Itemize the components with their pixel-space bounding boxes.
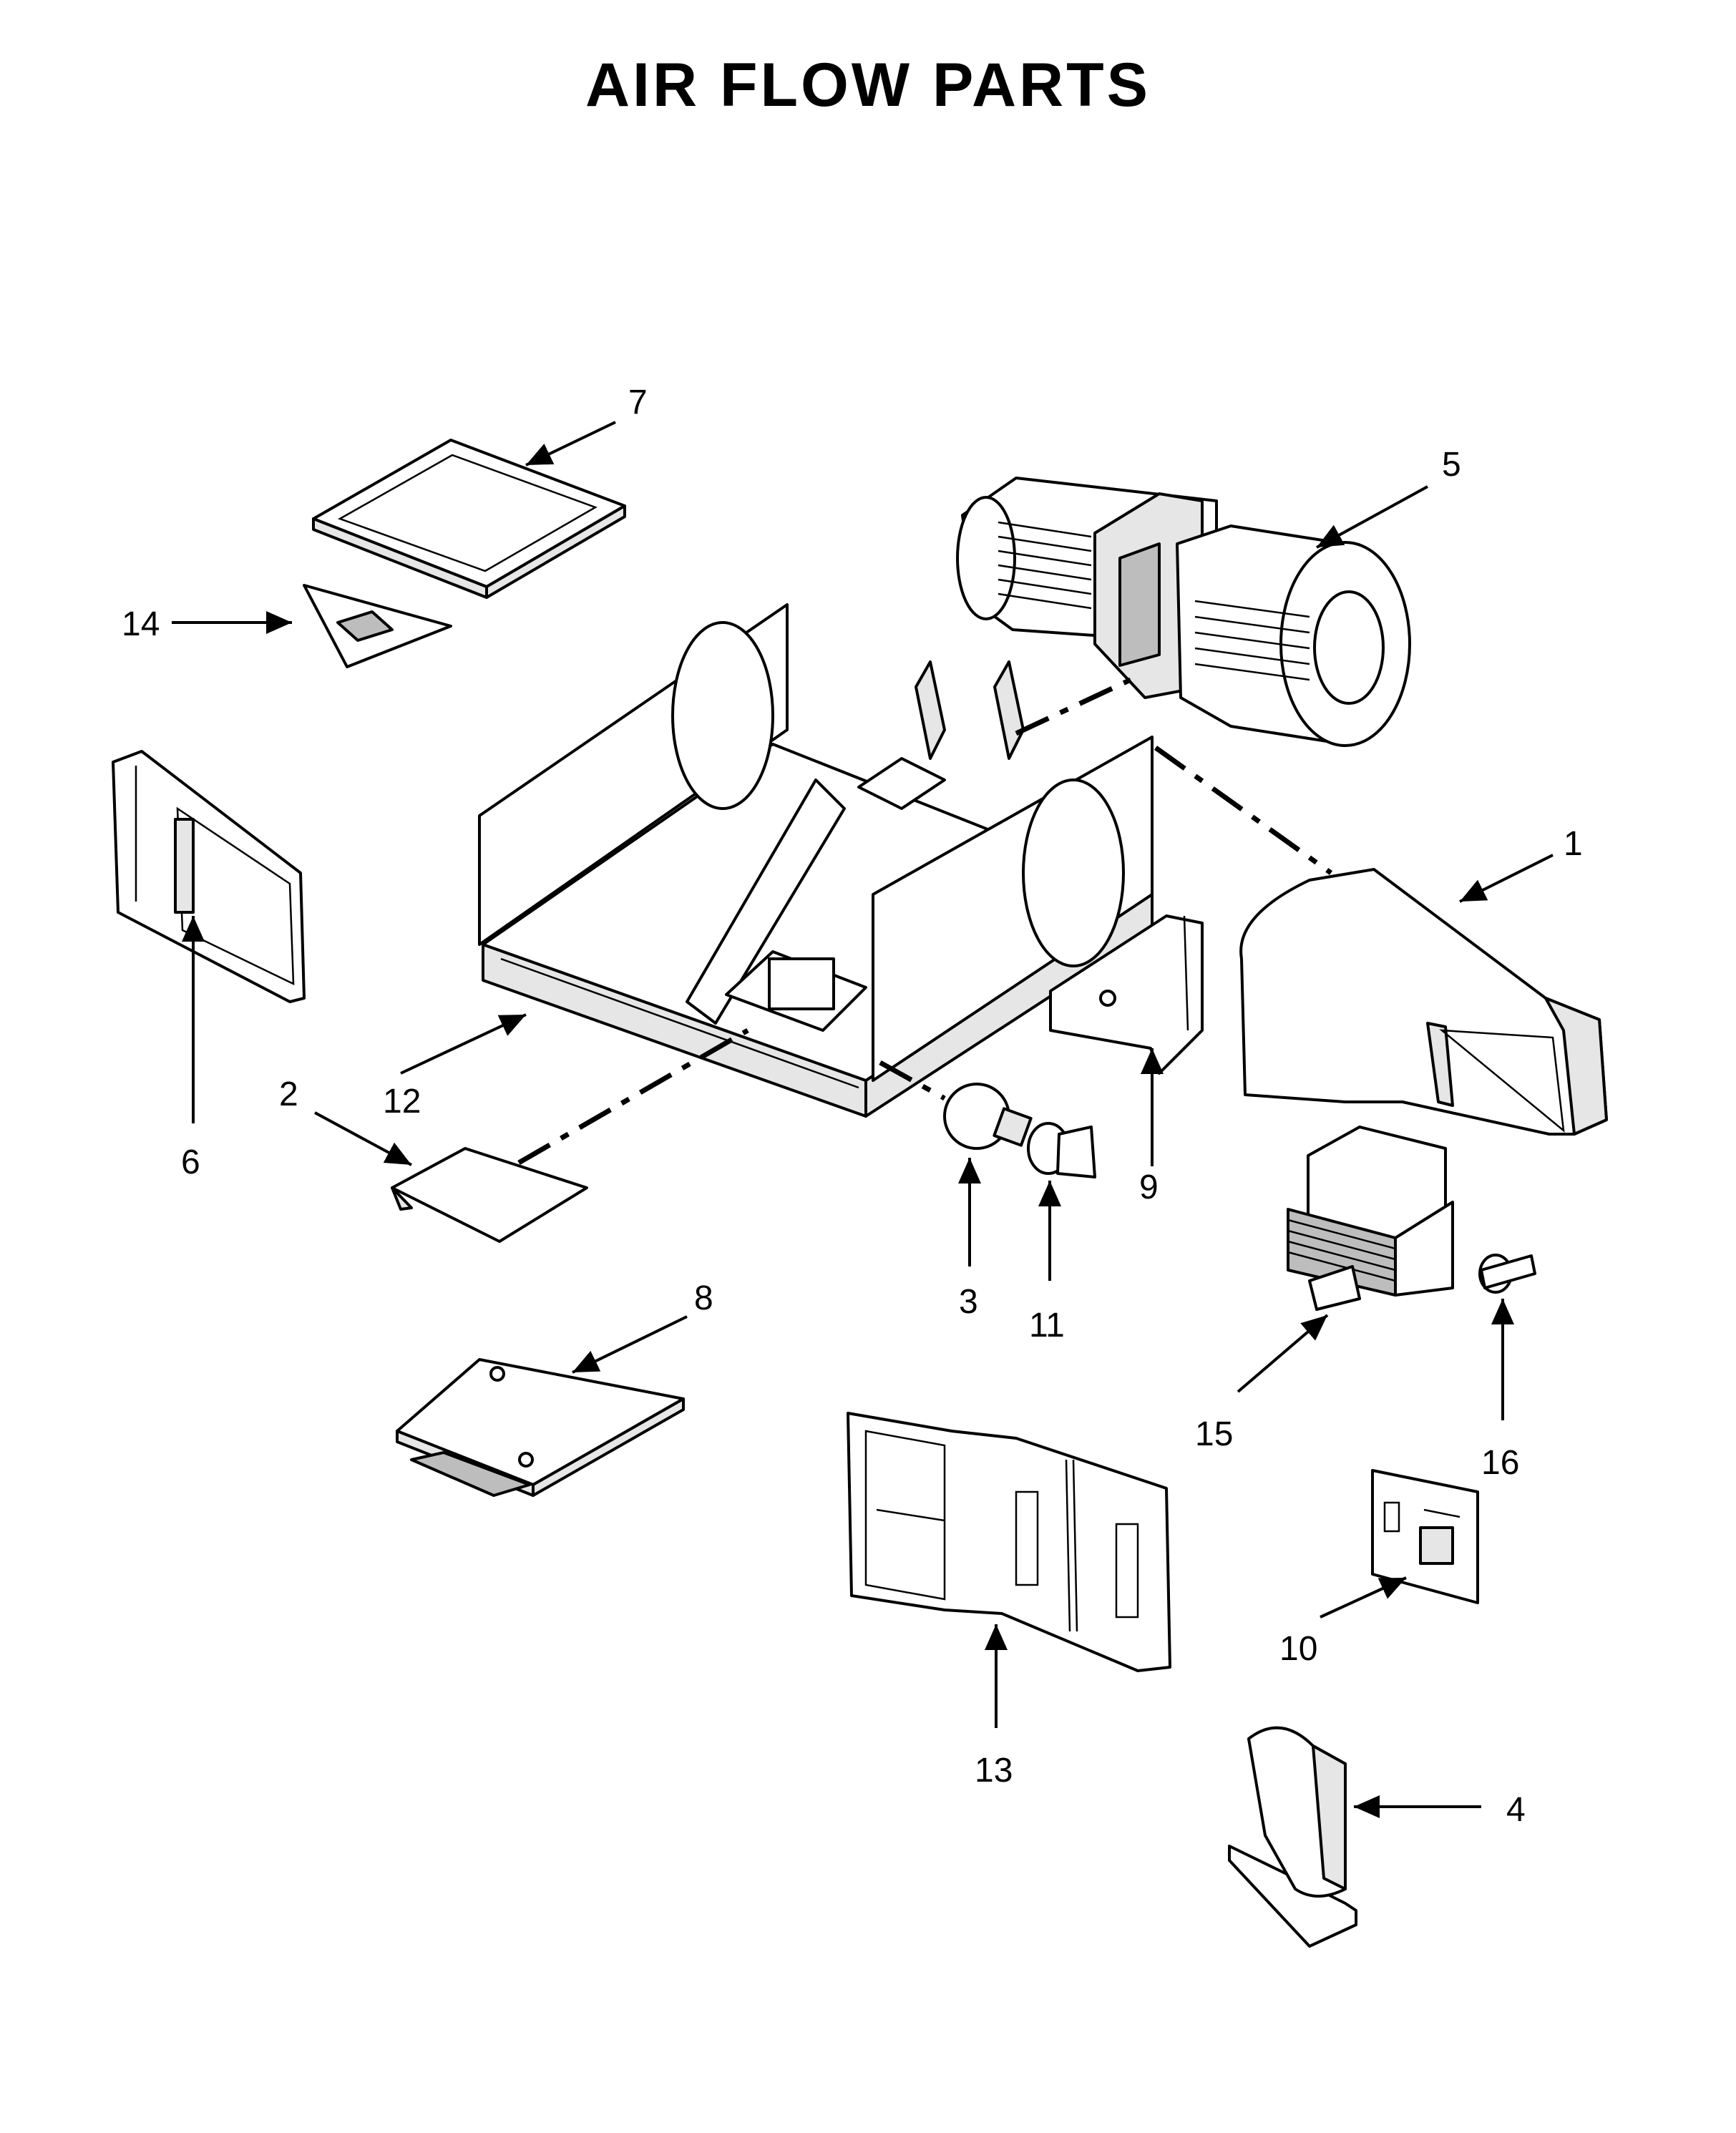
- part-8-plate: [396, 1358, 685, 1497]
- leader-lines: [172, 421, 1554, 1818]
- part-10-board: [1371, 1469, 1479, 1604]
- callout-16: 16: [1481, 1444, 1519, 1482]
- diagram-title: AIR FLOW PARTS: [585, 51, 1151, 119]
- callout-2: 2: [279, 1075, 298, 1113]
- part-6-panel: [112, 750, 306, 1003]
- callout-13: 13: [975, 1752, 1013, 1790]
- callout-14: 14: [122, 605, 160, 643]
- callout-7: 7: [628, 384, 648, 421]
- part-9-bracket: [1049, 914, 1204, 1075]
- part-11-socket: [1027, 1122, 1096, 1178]
- callout-10: 10: [1279, 1630, 1317, 1668]
- part-15-transformer: [1287, 1126, 1454, 1311]
- part-12-housing: [478, 603, 1154, 1118]
- part-2-cover: [391, 1147, 588, 1243]
- callout-5: 5: [1442, 446, 1461, 484]
- part-7-filter: [312, 439, 626, 599]
- part-4-elbow: [1228, 1726, 1357, 1948]
- callout-11: 11: [1029, 1307, 1065, 1344]
- callout-12: 12: [383, 1083, 421, 1121]
- callout-4: 4: [1506, 1791, 1526, 1829]
- part-13-panel: [847, 1412, 1171, 1672]
- part-3-bulb: [943, 1083, 1033, 1150]
- part-5-blower: [956, 477, 1411, 747]
- callout-3: 3: [959, 1283, 978, 1321]
- callout-1: 1: [1564, 825, 1583, 863]
- callout-15: 15: [1195, 1415, 1233, 1453]
- callout-8: 8: [694, 1279, 713, 1317]
- part-14-plate: [303, 584, 452, 668]
- part-1-duct: [1239, 868, 1608, 1136]
- part-16-thermostat: [1478, 1254, 1536, 1294]
- callout-9: 9: [1139, 1168, 1159, 1206]
- callout-labels: 7 5 1 14 6 12 2 3 11 9 8 15 16 10 13 4: [122, 384, 1583, 1829]
- assembly-lines: [517, 677, 1333, 1166]
- callout-6: 6: [181, 1143, 200, 1181]
